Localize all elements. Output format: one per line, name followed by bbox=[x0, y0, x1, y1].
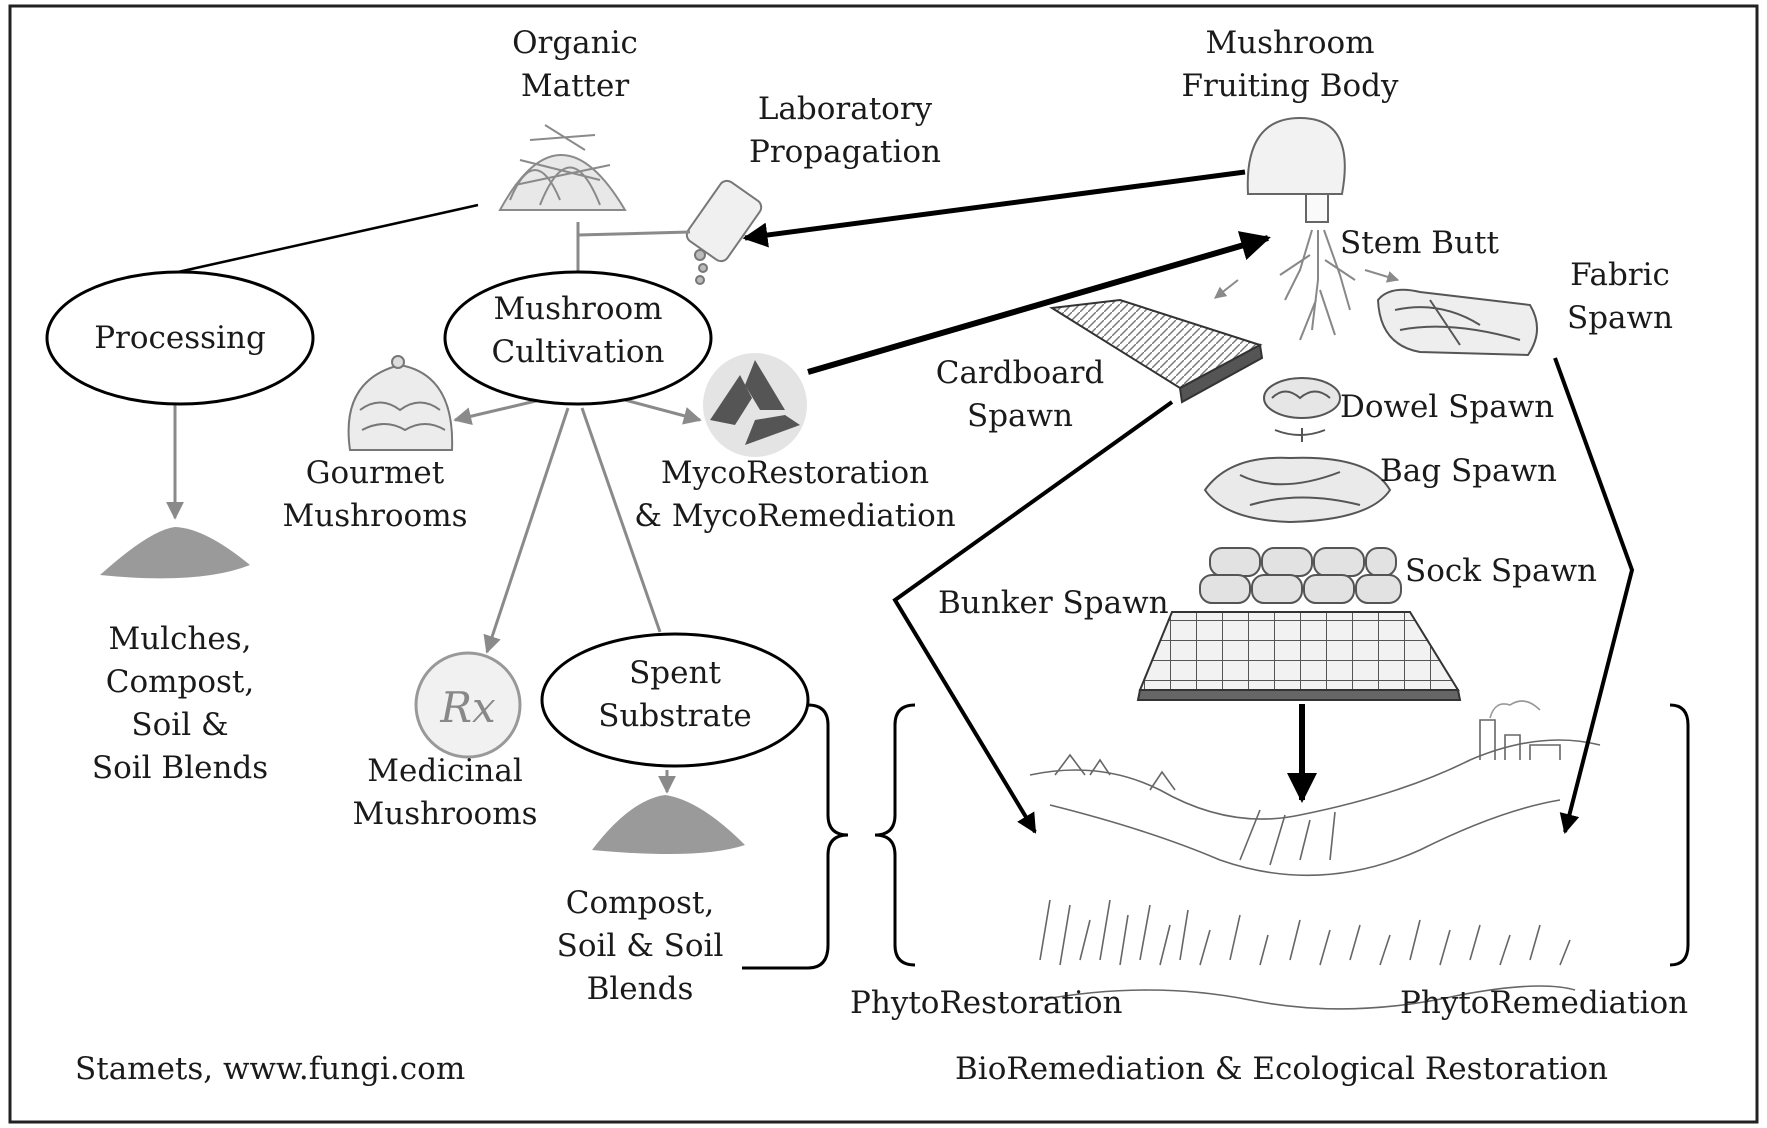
phyto-remediation-label: PhytoRemediation bbox=[1400, 982, 1688, 1025]
cultivation-to-medicinal-arrow bbox=[487, 408, 568, 652]
landscape-illustration bbox=[1030, 701, 1600, 1009]
dowel-label: Dowel Spawn bbox=[1340, 386, 1554, 429]
cultivation-to-gourmet-arrow bbox=[455, 400, 540, 420]
fruiting-to-lab-arrow bbox=[745, 172, 1245, 238]
gourmet-mushrooms-icon bbox=[349, 356, 453, 450]
recycle-icon bbox=[703, 353, 807, 457]
fruiting-body-label: Mushroom Fruiting Body bbox=[1160, 22, 1420, 108]
rx-symbol: Rx bbox=[439, 683, 496, 732]
mulches-label: Mulches, Compost, Soil & Soil Blends bbox=[80, 618, 280, 790]
credit-label: Stamets, www.fungi.com bbox=[75, 1048, 465, 1091]
cultivation-to-myco-arrow bbox=[625, 400, 700, 420]
bunker-spawn-icon bbox=[1138, 612, 1460, 700]
laboratory-jar-icon bbox=[684, 178, 765, 284]
myco-label: MycoRestoration & MycoRemediation bbox=[630, 452, 960, 538]
dowel-spawn-icon bbox=[1264, 378, 1340, 442]
gourmet-label: Gourmet Mushrooms bbox=[270, 452, 480, 538]
lab-propagation-label: Laboratory Propagation bbox=[725, 88, 965, 174]
medicinal-label: Medicinal Mushrooms bbox=[335, 750, 555, 836]
bunker-label: Bunker Spawn bbox=[938, 582, 1169, 625]
fabric-label: Fabric Spawn bbox=[1555, 254, 1685, 340]
phyto-left-brace bbox=[875, 705, 915, 965]
compost-pile-icon bbox=[592, 795, 745, 854]
fabric-spawn-icon bbox=[1378, 290, 1537, 355]
sock-label: Sock Spawn bbox=[1405, 550, 1597, 593]
fabric-to-phytoremediation-arrow bbox=[1555, 358, 1632, 832]
phyto-restoration-label: PhytoRestoration bbox=[850, 982, 1122, 1025]
medicinal-rx-icon: Rx bbox=[416, 653, 520, 757]
processing-label: Processing bbox=[80, 317, 280, 360]
stem-to-cardboard-arrow bbox=[1215, 280, 1238, 298]
organic-to-processing-line bbox=[178, 205, 478, 272]
caption-label: BioRemediation & Ecological Restoration bbox=[955, 1048, 1608, 1091]
stem-to-fabric-arrow bbox=[1365, 270, 1398, 280]
phyto-right-brace bbox=[1670, 705, 1688, 965]
mulch-pile-icon bbox=[100, 527, 250, 578]
mushroom-fruiting-body-icon bbox=[1248, 118, 1355, 340]
spent-substrate-label: Spent Substrate bbox=[575, 652, 775, 738]
cultivation-label: Mushroom Cultivation bbox=[478, 288, 678, 374]
organic-to-lab-line bbox=[578, 232, 690, 235]
sock-spawn-icon bbox=[1200, 548, 1401, 603]
compost-label: Compost, Soil & Soil Blends bbox=[540, 882, 740, 1011]
bag-label: Bag Spawn bbox=[1380, 450, 1557, 493]
organic-matter-label: Organic Matter bbox=[475, 22, 675, 108]
cardboard-label: Cardboard Spawn bbox=[930, 352, 1110, 438]
stem-butt-label: Stem Butt bbox=[1340, 222, 1499, 265]
bag-spawn-icon bbox=[1205, 458, 1390, 522]
organic-matter-icon bbox=[500, 125, 625, 210]
